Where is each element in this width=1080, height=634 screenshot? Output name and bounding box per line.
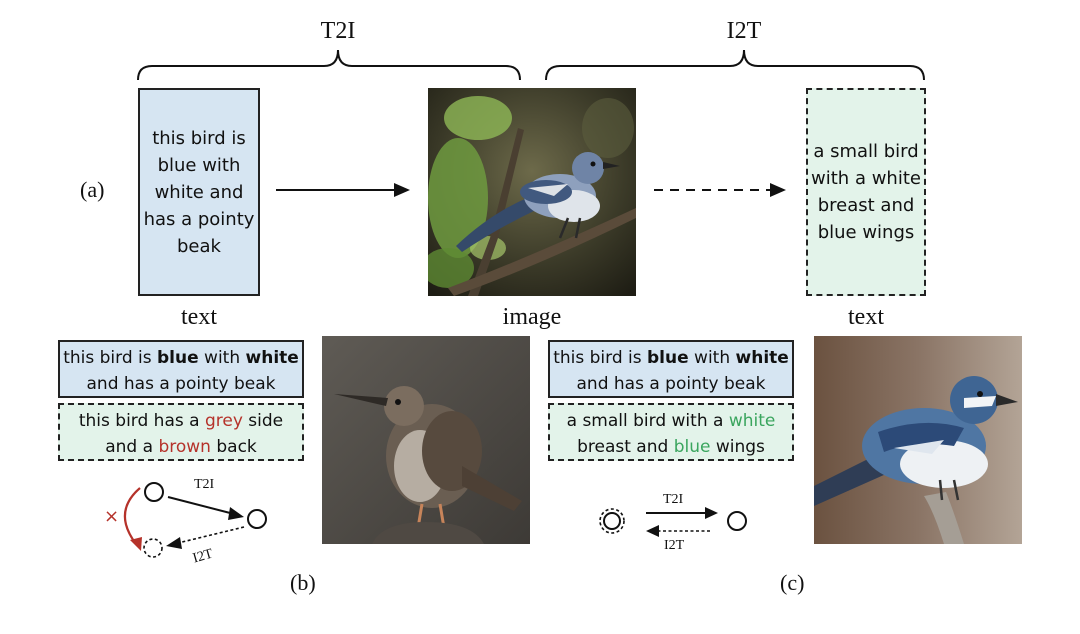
b-caption-highlight: brown bbox=[158, 437, 211, 457]
panel-a-label: (a) bbox=[80, 177, 105, 202]
b-mismatch-arrow bbox=[123, 487, 141, 545]
i2t-label: I2T bbox=[726, 18, 762, 44]
b-generated-image bbox=[322, 336, 530, 544]
b-i2t-arrow bbox=[177, 526, 245, 544]
b-target-node bbox=[247, 509, 267, 529]
input-text-line: blue with bbox=[157, 154, 241, 176]
panel-c-label: (c) bbox=[780, 570, 805, 595]
t2i-arrowhead bbox=[394, 183, 410, 197]
output-text-box: a small bird with a white breast and blu… bbox=[806, 88, 926, 296]
c-prompt-bold: white bbox=[735, 348, 789, 368]
c-target-node bbox=[727, 511, 747, 531]
b-caption-highlight: grey bbox=[204, 411, 243, 431]
caption-text-left: text bbox=[181, 304, 217, 330]
b-cross-icon: × bbox=[104, 506, 120, 527]
b-prompt-bold: white bbox=[245, 348, 299, 368]
i2t-bracket bbox=[545, 49, 925, 81]
input-text-line: white and bbox=[154, 181, 244, 203]
b-t2i-arrow bbox=[167, 496, 235, 515]
output-text-line: blue wings bbox=[817, 222, 915, 243]
b-prompt-box: this bird is blue with white and has a p… bbox=[58, 340, 304, 398]
c-generated-image bbox=[814, 336, 1022, 544]
i2t-arrowhead bbox=[770, 183, 786, 197]
output-text-line: with a white bbox=[811, 168, 921, 189]
b-t2i-label: T2I bbox=[194, 477, 215, 492]
b-recon-node bbox=[143, 538, 163, 558]
caption-image: image bbox=[502, 304, 562, 330]
t2i-bracket bbox=[137, 49, 521, 81]
c-i2t-label: I2T bbox=[664, 538, 685, 553]
generated-bird-image bbox=[428, 88, 636, 296]
output-text-line: breast and bbox=[817, 195, 915, 216]
output-text-line: a small bird bbox=[813, 141, 919, 162]
c-t2i-label: T2I bbox=[663, 492, 684, 507]
c-caption-highlight: white bbox=[728, 411, 776, 431]
input-text-line: this bird is bbox=[152, 127, 246, 149]
panel-b-label: (b) bbox=[290, 570, 316, 595]
caption-text-right: text bbox=[848, 304, 884, 330]
input-text-line: has a pointy bbox=[143, 208, 255, 230]
c-prompt-bold: blue bbox=[647, 348, 689, 368]
b-prompt-bold: blue bbox=[157, 348, 199, 368]
b-caption-box: this bird has a grey side and a brown ba… bbox=[58, 403, 304, 461]
input-text-box: this bird is blue with white and has a p… bbox=[138, 88, 260, 296]
t2i-label: T2I bbox=[320, 18, 356, 44]
c-caption-box: a small bird with a white breast and blu… bbox=[548, 403, 794, 461]
c-prompt-box: this bird is blue with white and has a p… bbox=[548, 340, 794, 398]
b-source-node bbox=[144, 482, 164, 502]
c-caption-highlight: blue bbox=[673, 437, 711, 457]
input-text-line: beak bbox=[177, 235, 221, 257]
